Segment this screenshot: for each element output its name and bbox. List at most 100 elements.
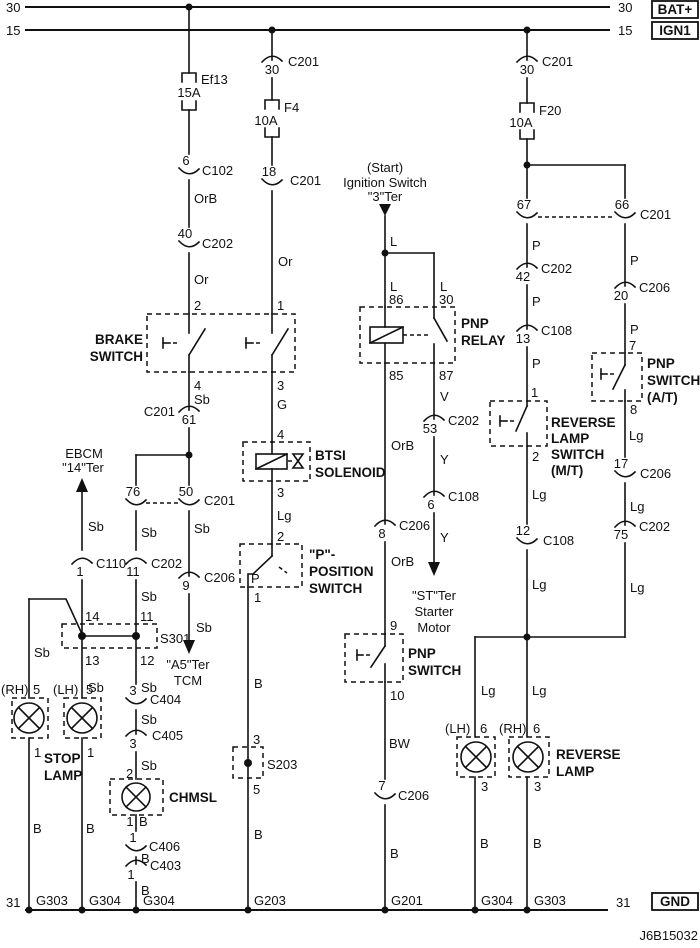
connector-pin: 1 bbox=[129, 830, 136, 845]
offpage-ebcm: EBCM bbox=[65, 446, 103, 461]
pin-label: 11 bbox=[140, 609, 154, 624]
pin-label: 1 bbox=[277, 298, 284, 313]
brake-switch: 2 1 BRAKE SWITCH 4 3 bbox=[90, 298, 296, 393]
connector-pin: 53 bbox=[423, 421, 437, 436]
ground-label: G303 bbox=[36, 893, 68, 908]
pin-label: 8 bbox=[630, 402, 637, 417]
connector-pin: 17 bbox=[614, 456, 628, 471]
pin-label: 3 bbox=[481, 779, 488, 794]
connector-name: C202 bbox=[151, 556, 182, 571]
wire-color: B bbox=[86, 821, 95, 836]
fuse-ef13-rating: 15A bbox=[177, 85, 200, 100]
pin-label: 86 bbox=[389, 292, 403, 307]
wire-color: OrB bbox=[391, 438, 414, 453]
reverse-lamp-switch-box bbox=[489, 400, 548, 447]
component-label: PNP bbox=[408, 646, 436, 661]
wire-color: Lg bbox=[532, 683, 546, 698]
p-position-switch-box bbox=[239, 543, 303, 588]
diagram-ref: J6B15032 bbox=[639, 928, 698, 943]
pin-label: 7 bbox=[629, 338, 636, 353]
connector-name: C206 bbox=[639, 280, 670, 295]
pin-label: 6 bbox=[533, 721, 540, 736]
connector-name: C201 bbox=[144, 404, 175, 419]
bus-30-label-right: 30 bbox=[618, 0, 632, 15]
btsi-column: 30 C201 F4 10A 18 C201 Or G 4 BTSI SOLEN… bbox=[232, 29, 386, 911]
pnp-relay-box bbox=[359, 306, 456, 364]
wire-color: L bbox=[390, 234, 397, 249]
wire-color: V bbox=[440, 389, 449, 404]
wire-color: Sb bbox=[34, 645, 50, 660]
splice-label: S203 bbox=[267, 757, 297, 772]
wire-color: Or bbox=[278, 254, 293, 269]
component-label: POSITION bbox=[309, 564, 374, 579]
connector-pin: 12 bbox=[516, 523, 530, 538]
pin-label: 1 bbox=[34, 745, 41, 760]
wire-color: Lg bbox=[532, 577, 546, 592]
connector-name: C206 bbox=[204, 570, 235, 585]
wire-color: Or bbox=[194, 272, 209, 287]
component-label: (A/T) bbox=[647, 390, 678, 405]
pin-label: 10 bbox=[390, 688, 404, 703]
component-label: BRAKE bbox=[95, 332, 143, 347]
bus-31-label-left: 31 bbox=[6, 895, 20, 910]
wire-color: Sb bbox=[141, 680, 157, 695]
offpage-starter: Motor bbox=[417, 620, 451, 635]
stop-lamp-network: Sb 61 C201 76 50 C201 Sb 9 C206 Sb "A5"T… bbox=[28, 371, 235, 699]
connector-pin: 76 bbox=[126, 484, 140, 499]
connector-pin: 1 bbox=[76, 564, 83, 579]
connector-name: C202 bbox=[448, 413, 479, 428]
component-label: SWITCH bbox=[647, 373, 700, 388]
component-label: LAMP bbox=[44, 768, 82, 783]
wire-color: Lg bbox=[277, 508, 291, 523]
pin-label: 2 bbox=[532, 449, 539, 464]
p-contact-label: P bbox=[251, 571, 260, 586]
connector-pin: 30 bbox=[520, 62, 534, 77]
ground-label: G304 bbox=[481, 893, 513, 908]
component-label: BTSI bbox=[315, 448, 346, 463]
splice-label: S301 bbox=[160, 631, 190, 646]
fuse-f4-name: F4 bbox=[284, 100, 299, 115]
connector-name: C202 bbox=[541, 261, 572, 276]
fuse-ef13-name: Ef13 bbox=[201, 72, 228, 87]
connector-pin: 6 bbox=[427, 497, 434, 512]
connector-pin: 13 bbox=[516, 331, 530, 346]
component-label: PNP bbox=[647, 356, 675, 371]
component-label: SOLENOID bbox=[315, 465, 386, 480]
connector-pin: 9 bbox=[182, 578, 189, 593]
wire-color: B bbox=[33, 821, 42, 836]
pin-label: 87 bbox=[439, 368, 453, 383]
fuse-f20-rating: 10A bbox=[509, 115, 532, 130]
ground-label: G203 bbox=[254, 893, 286, 908]
wire-color: P bbox=[630, 253, 639, 268]
wire-color: Sb bbox=[88, 519, 104, 534]
component-label: STOP bbox=[44, 751, 81, 766]
offpage-arrow-tcm bbox=[183, 640, 195, 654]
component-label: SWITCH bbox=[309, 581, 362, 596]
connector-name: C201 bbox=[290, 173, 321, 188]
bus-30-label-left: 30 bbox=[6, 0, 20, 15]
wire-color: Lg bbox=[481, 683, 495, 698]
component-label: SWITCH bbox=[408, 663, 461, 678]
connector-name: C108 bbox=[448, 489, 479, 504]
wire-color: P bbox=[532, 238, 541, 253]
connector-pin: 3 bbox=[129, 736, 136, 751]
component-label: PNP bbox=[461, 316, 489, 331]
wire-color: B bbox=[139, 814, 148, 829]
wire-color: Sb bbox=[141, 525, 157, 540]
wire-color: Sb bbox=[194, 521, 210, 536]
bus-31-label-right: 31 bbox=[616, 895, 630, 910]
ign1-tag: IGN1 bbox=[659, 23, 691, 38]
offpage-ebcm: "14"Ter bbox=[62, 460, 104, 475]
connector-name: C108 bbox=[541, 323, 572, 338]
component-label: (M/T) bbox=[551, 463, 583, 478]
connector-name: C202 bbox=[639, 519, 670, 534]
connector-name: C201 bbox=[204, 493, 235, 508]
wire-color: Y bbox=[440, 530, 449, 545]
pin-label: 85 bbox=[389, 368, 403, 383]
brake-feed-column: Ef13 15A 6 C102 OrB 40 C202 Or bbox=[177, 6, 233, 315]
wire-color: B bbox=[390, 846, 399, 861]
connector-name: C102 bbox=[202, 163, 233, 178]
wire-color: Lg bbox=[630, 580, 644, 595]
connector-name: C201 bbox=[542, 54, 573, 69]
